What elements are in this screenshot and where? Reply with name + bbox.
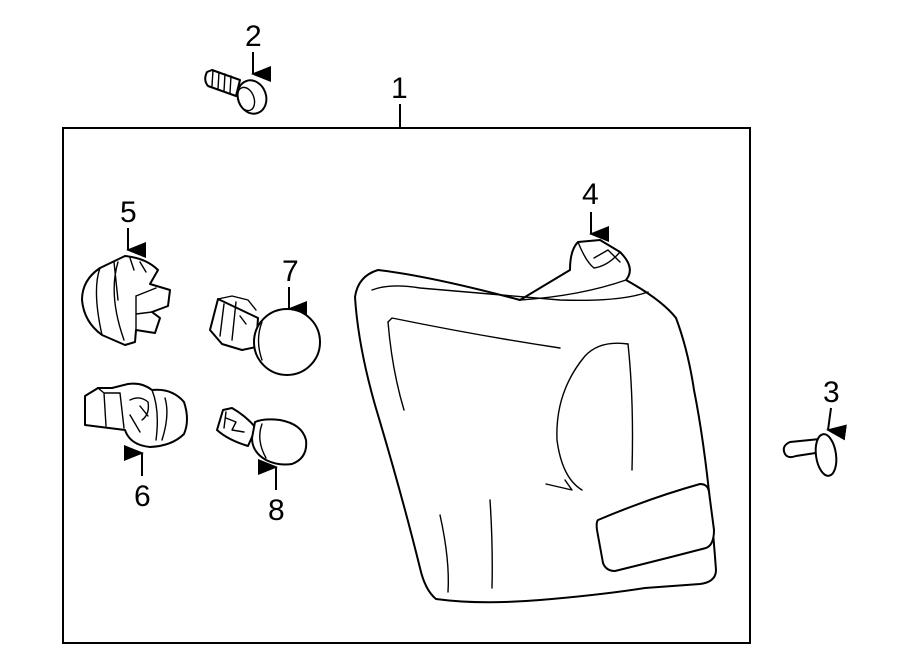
bulb-part-8: [216, 407, 308, 466]
tail-lamp-housing: [354, 239, 717, 604]
socket-part-5: [81, 255, 171, 346]
callout-7: 7: [282, 255, 299, 288]
callout-2: 2: [245, 20, 262, 53]
screw-part-2: [204, 69, 268, 115]
arrow-3: [826, 407, 847, 441]
callout-1: 1: [391, 72, 408, 105]
callout-4: 4: [582, 178, 599, 211]
pin-part-3: [782, 433, 838, 477]
bulb-part-7: [209, 295, 321, 376]
assembly-frame: [62, 127, 751, 644]
callout-6: 6: [134, 480, 151, 513]
callout-8: 8: [268, 494, 285, 527]
callout-5: 5: [120, 196, 137, 229]
socket-part-6: [84, 382, 188, 448]
callout-3: 3: [823, 376, 840, 409]
